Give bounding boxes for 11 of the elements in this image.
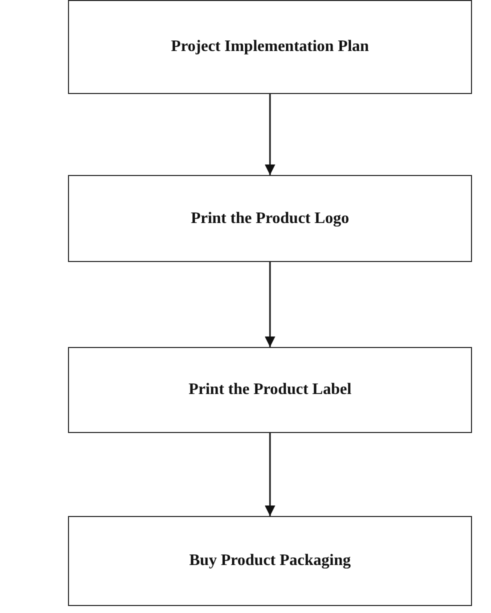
process-box: [68, 175, 472, 262]
process-box: [68, 347, 472, 433]
box-label: Print the Product Logo: [190, 210, 350, 228]
process-box: [68, 0, 472, 94]
box-label: Buy Product Packaging: [189, 552, 351, 570]
arrow: [264, 433, 276, 516]
arrow: [264, 94, 276, 175]
box-label: Print the Product Label: [188, 381, 352, 399]
box-label: Project Implementation Plan: [171, 38, 369, 56]
arrow: [264, 262, 276, 347]
process-box: [68, 516, 472, 606]
